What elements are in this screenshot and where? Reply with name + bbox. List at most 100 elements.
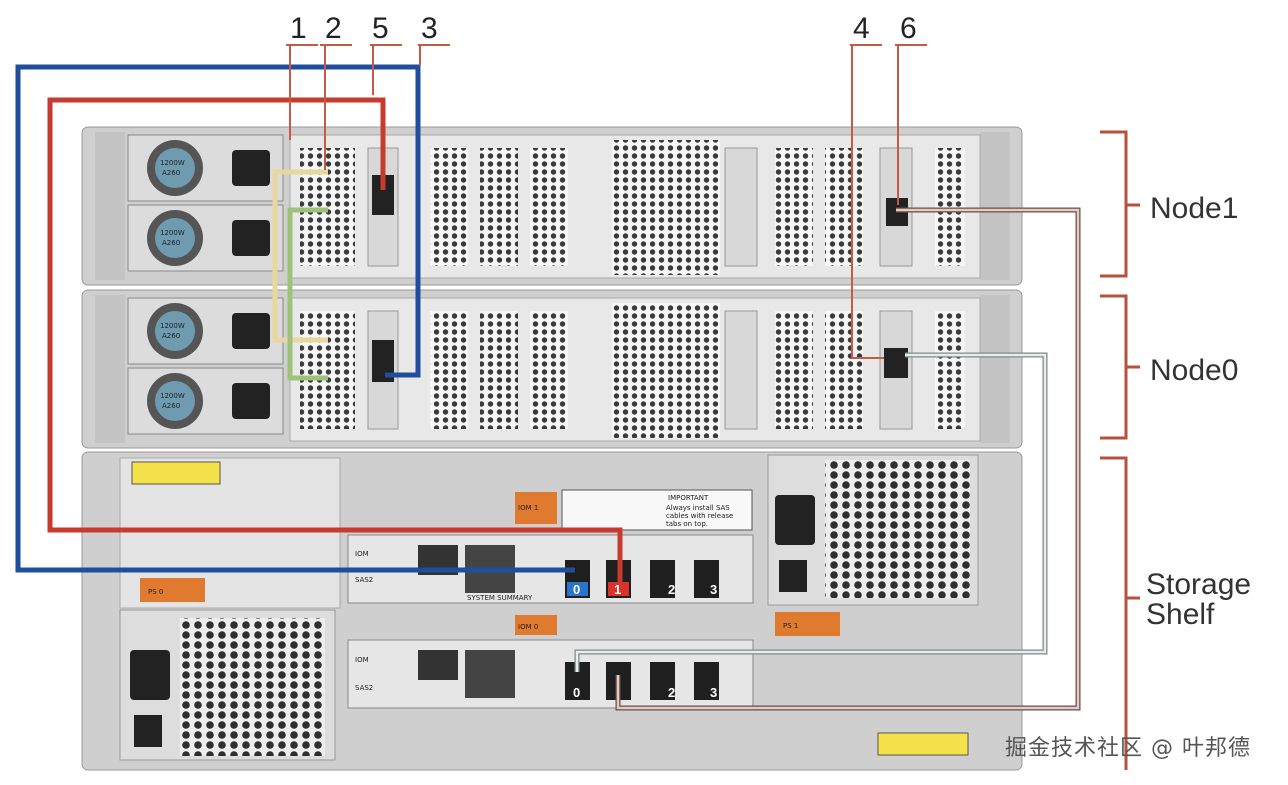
- important-notice: [561, 489, 753, 531]
- important-line1: Always install SAS: [666, 504, 730, 512]
- iom1-tag: [515, 492, 557, 524]
- node1-label: Node1: [1150, 192, 1238, 225]
- power-inlet: [775, 495, 815, 545]
- storage-shelf-chassis: PS 0 PS 1 IOM 1 IMPORTANT Always install…: [81, 451, 1023, 771]
- power-switch: [779, 560, 807, 592]
- ethernet-port: [418, 650, 458, 680]
- node0-right-ear: [980, 295, 1010, 443]
- ps1-fan-grille: [825, 460, 970, 598]
- ps0-tag: [140, 578, 205, 602]
- iom1-port0-label: 0: [573, 582, 580, 597]
- power-switch: [134, 715, 162, 747]
- important-title: IMPORTANT: [668, 494, 709, 502]
- iom0-label: IOM 0: [518, 623, 538, 631]
- iom-text: IOM: [355, 656, 369, 664]
- blue-sas-cable: [15, 64, 575, 573]
- ps1-label: PS 1: [783, 622, 798, 630]
- system-summary-led: [465, 650, 515, 698]
- iom0-module: IOM 0 IOM SAS2 0 2 3: [347, 615, 754, 709]
- slot-card: [724, 147, 758, 267]
- psu-wattage-label: 1200W: [160, 159, 185, 167]
- slot-vent: [300, 148, 355, 266]
- iom1-port-3: [694, 560, 719, 598]
- slot-vent: [775, 148, 813, 266]
- red-sas-cable: [47, 97, 623, 585]
- node1-server-chassis: 1200W A260 1200W A260: [81, 126, 1023, 286]
- system-summary-text: SYSTEM SUMMARY: [467, 594, 533, 602]
- storage-shelf-label-line1: Storage: [1146, 568, 1251, 601]
- node0-psu-bottom: 1200W A260: [127, 367, 284, 435]
- node1-psu-bottom: 1200W A260: [127, 204, 284, 272]
- slot-vent: [825, 148, 863, 266]
- watermark: 掘金技术社区 @ 叶邦德: [1005, 736, 1251, 761]
- ps0-fan-grille: [180, 618, 325, 756]
- psu-model-label: A260: [162, 239, 180, 247]
- internal-cluster-cables: [272, 169, 328, 381]
- node0-sas-port: [884, 348, 908, 378]
- slot-vent: [430, 148, 468, 266]
- node0-psu-top: 1200W A260: [127, 297, 284, 365]
- slot-vent: [825, 311, 863, 429]
- psu-wattage-label: 1200W: [160, 229, 185, 237]
- important-line2: cables with release: [666, 512, 733, 520]
- iom0-port0-label: 0: [573, 685, 580, 700]
- sas-cables: [15, 64, 1081, 711]
- psu-wattage-label: 1200W: [160, 392, 185, 400]
- node0-server-chassis: 1200W A260 1200W A260: [81, 289, 1023, 449]
- node0-left-ear: [95, 295, 125, 443]
- callout-4: 4: [853, 12, 870, 45]
- storage-shelf-label-line2: Shelf: [1146, 598, 1215, 631]
- psu-wattage-label: 1200W: [160, 322, 185, 330]
- callout-6: 6: [900, 12, 917, 45]
- ps1-unit: PS 1: [767, 454, 979, 636]
- power-inlet: [232, 150, 270, 186]
- node0-sas-port: [372, 340, 394, 382]
- iom1-port1-label: 1: [614, 582, 621, 597]
- slot-vent: [530, 148, 568, 266]
- power-inlet: [130, 650, 170, 700]
- callout-3: 3: [421, 12, 438, 45]
- iom1-port-2: [650, 560, 675, 598]
- callout-1: 1: [290, 12, 307, 45]
- slot-vent: [480, 148, 518, 266]
- slot-vent: [935, 311, 965, 429]
- node1-right-ear: [980, 132, 1010, 280]
- important-line3: tabs on top.: [666, 520, 708, 528]
- slot-vent: [530, 311, 568, 429]
- iom0-port-3: [694, 662, 719, 700]
- iom1-label: IOM 1: [518, 504, 538, 512]
- iom0-port3-label: 3: [710, 685, 717, 700]
- ps0-unit: PS 0: [119, 578, 336, 761]
- sas-text: SAS2: [355, 684, 373, 692]
- power-inlet: [232, 220, 270, 256]
- psu-model-label: A260: [162, 332, 180, 340]
- power-inlet: [232, 313, 270, 349]
- psu-model-label: A260: [162, 402, 180, 410]
- callout-5: 5: [372, 12, 389, 45]
- node1-sas-port: [372, 175, 394, 215]
- center-vent: [612, 140, 720, 275]
- warning-label: [877, 732, 969, 756]
- ps0-label: PS 0: [148, 588, 163, 596]
- slot-vent: [775, 311, 813, 429]
- callout-2: 2: [325, 12, 342, 45]
- sas-text: SAS2: [355, 576, 373, 584]
- warning-label: [131, 461, 221, 485]
- slot-vent: [300, 311, 355, 429]
- node1-psu-top: 1200W A260: [127, 134, 284, 202]
- node1-left-ear: [95, 132, 125, 280]
- iom-text: IOM: [355, 550, 369, 558]
- iom0-port2-label: 2: [668, 685, 675, 700]
- ps1-tag: [775, 612, 840, 636]
- node0-label: Node0: [1150, 354, 1238, 387]
- center-vent: [612, 303, 720, 438]
- iom0-tag: [515, 615, 557, 635]
- iom0-port-2: [650, 662, 675, 700]
- section-brackets: [1100, 130, 1140, 770]
- slot-vent: [480, 311, 518, 429]
- iom1-port3-label: 3: [710, 582, 717, 597]
- psu-model-label: A260: [162, 169, 180, 177]
- callout-leaders: [286, 44, 927, 359]
